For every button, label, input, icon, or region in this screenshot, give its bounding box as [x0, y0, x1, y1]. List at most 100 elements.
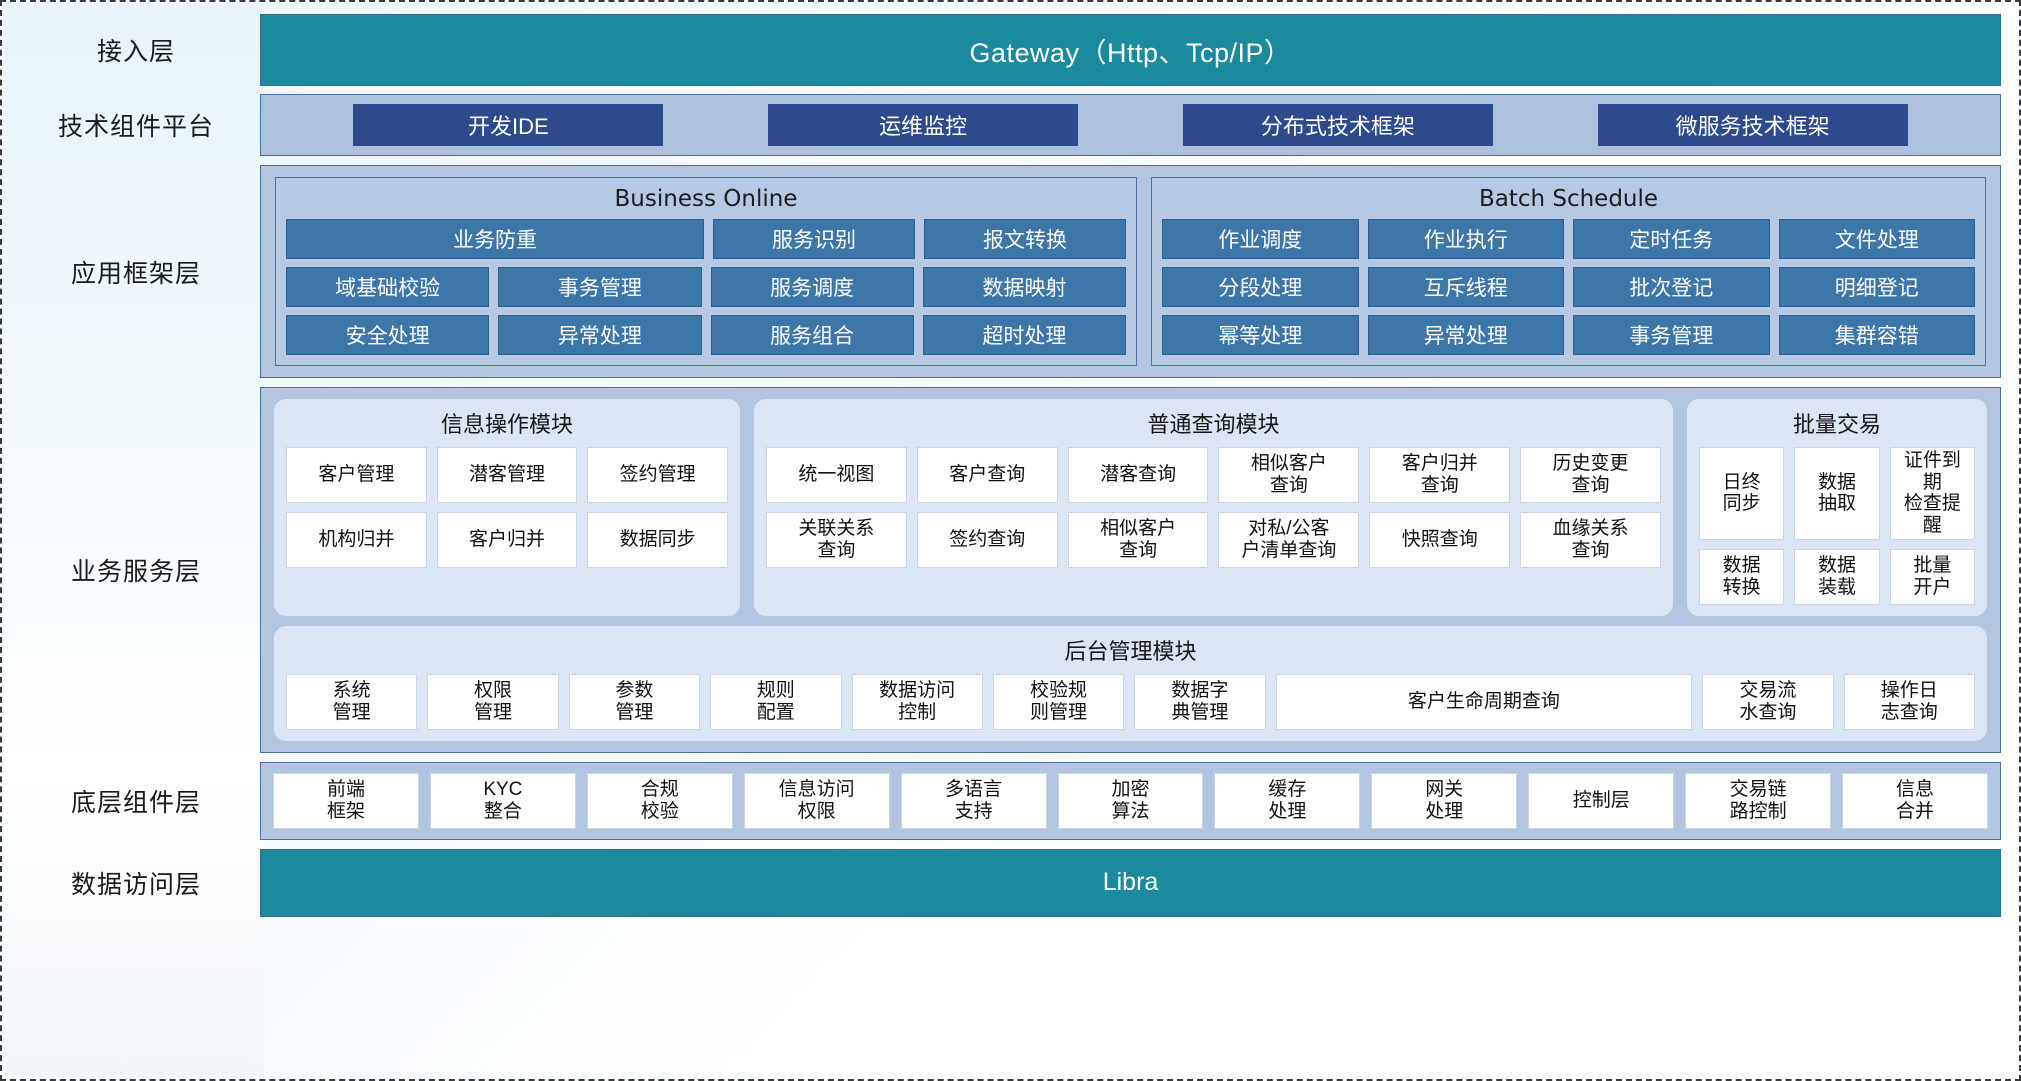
service-cell[interactable]: 数据字典管理 — [1134, 673, 1266, 730]
layer-row-bizsvc: 业务服务层 信息操作模块 客户管理 潜客管理 签约管理 机构归并 — [12, 387, 2001, 753]
tech-item-microservice-framework[interactable]: 微服务技术框架 — [1597, 104, 1908, 146]
fw-cell[interactable]: 安全处理 — [286, 315, 490, 355]
module-title-batch-trade: 批量交易 — [1792, 413, 1881, 438]
fw-cell[interactable]: 异常处理 — [1367, 315, 1564, 355]
service-cell[interactable]: 签约管理 — [587, 447, 729, 503]
business-online-grid: 业务防重 服务识别 报文转换 域基础校验 事务管理 服务调度 数据映射 安全处理 — [286, 219, 1126, 355]
service-cell[interactable]: 历史变更查询 — [1520, 447, 1661, 503]
service-cell[interactable]: 权限管理 — [427, 673, 559, 730]
service-cell[interactable]: 对私/公客户清单查询 — [1218, 512, 1360, 568]
business-service-band: 信息操作模块 客户管理 潜客管理 签约管理 机构归并 客户归并 数据同步 — [260, 387, 2001, 753]
component-cell[interactable]: 控制层 — [1528, 772, 1675, 829]
group-title-batch-schedule: Batch Schedule — [1478, 186, 1659, 212]
component-cell[interactable]: 网关处理 — [1371, 772, 1518, 829]
service-cell[interactable]: 操作日志查询 — [1843, 673, 1975, 730]
service-cell[interactable]: 系统管理 — [286, 673, 418, 730]
service-cell[interactable]: 数据抽取 — [1794, 447, 1880, 540]
fw-cell[interactable]: 互斥线程 — [1367, 267, 1564, 307]
component-cell[interactable]: 缓存处理 — [1214, 772, 1361, 829]
libra-bar[interactable]: Libra — [260, 848, 2001, 917]
service-cell[interactable]: 潜客查询 — [1067, 447, 1209, 503]
fw-cell[interactable]: 服务组合 — [710, 315, 914, 355]
group-title-business-online: Business Online — [614, 186, 798, 212]
fw-cell[interactable]: 文件处理 — [1778, 219, 1975, 259]
gateway-bar[interactable]: Gateway（Http、Tcp/IP） — [260, 14, 2001, 86]
component-cell[interactable]: 前端框架 — [273, 772, 419, 829]
app-framework-band: Business Online 业务防重 服务识别 报文转换 域基础校验 事务管… — [260, 165, 2001, 378]
service-cell[interactable]: 数据装载 — [1794, 548, 1880, 605]
module-common-query: 普通查询模块 统一视图 客户查询 潜客查询 相似客户查询 客户归并查询 历史变更… — [754, 399, 1673, 616]
service-cell[interactable]: 日终同步 — [1699, 447, 1785, 540]
service-cell[interactable]: 客户生命周期查询 — [1275, 673, 1693, 730]
service-cell[interactable]: 潜客管理 — [436, 447, 578, 503]
service-cell[interactable]: 相似客户查询 — [1067, 512, 1209, 568]
service-cell[interactable]: 规则配置 — [710, 673, 842, 730]
module-info-operations: 信息操作模块 客户管理 潜客管理 签约管理 机构归并 客户归并 数据同步 — [274, 399, 740, 616]
service-cell[interactable]: 关联关系查询 — [766, 512, 907, 568]
tech-item-ops-monitor[interactable]: 运维监控 — [768, 104, 1079, 146]
info-module-row: 客户管理 潜客管理 签约管理 — [286, 447, 729, 503]
fw-cell[interactable]: 异常处理 — [498, 315, 702, 355]
service-cell[interactable]: 客户查询 — [916, 447, 1058, 503]
module-admin-management: 后台管理模块 系统管理 权限管理 参数管理 规则配置 数据访问控制 校验规则管理… — [274, 625, 1987, 741]
batch-schedule-row: 作业调度 作业执行 定时任务 文件处理 — [1162, 219, 1975, 259]
module-title-info-operations: 信息操作模块 — [440, 413, 573, 438]
fw-cell[interactable]: 作业调度 — [1162, 219, 1359, 259]
fw-cell[interactable]: 数据映射 — [922, 267, 1126, 307]
business-online-row: 业务防重 服务识别 报文转换 — [286, 219, 1126, 259]
service-cell[interactable]: 相似客户查询 — [1218, 447, 1360, 503]
service-cell[interactable]: 快照查询 — [1369, 512, 1511, 568]
component-cell[interactable]: 加密算法 — [1057, 772, 1204, 829]
layer-label-appfw: 应用框架层 — [70, 258, 201, 288]
service-cell[interactable]: 血缘关系查询 — [1520, 512, 1661, 568]
fw-cell[interactable]: 业务防重 — [286, 219, 704, 259]
fw-cell[interactable]: 批次登记 — [1573, 267, 1770, 307]
service-cell[interactable]: 数据转换 — [1699, 548, 1785, 605]
service-cell[interactable]: 统一视图 — [766, 447, 907, 503]
component-cell[interactable]: 合规校验 — [586, 772, 733, 829]
info-module-row: 机构归并 客户归并 数据同步 — [286, 512, 729, 568]
module-batch-trade: 批量交易 日终同步 数据抽取 证件到期检查提醒 数据转换 数据装载 批量开户 — [1687, 399, 1987, 616]
service-cell[interactable]: 客户管理 — [286, 447, 427, 503]
fw-cell[interactable]: 服务调度 — [710, 267, 914, 307]
service-cell[interactable]: 批量开户 — [1889, 548, 1975, 605]
component-cell[interactable]: 多语言支持 — [900, 772, 1047, 829]
fw-cell[interactable]: 事务管理 — [1573, 315, 1770, 355]
fw-cell[interactable]: 域基础校验 — [286, 267, 490, 307]
service-cell[interactable]: 参数管理 — [568, 673, 701, 730]
service-cell[interactable]: 客户归并 — [436, 512, 578, 568]
component-cell[interactable]: 交易链路控制 — [1685, 772, 1832, 829]
fw-cell[interactable]: 报文转换 — [924, 219, 1126, 259]
service-cell[interactable]: 证件到期检查提醒 — [1889, 447, 1975, 540]
service-cell[interactable]: 交易流水查询 — [1702, 673, 1834, 730]
fw-cell[interactable]: 作业执行 — [1367, 219, 1564, 259]
fw-cell[interactable]: 服务识别 — [713, 219, 915, 259]
fw-cell[interactable]: 分段处理 — [1162, 267, 1359, 307]
layer-label-bizsvc: 业务服务层 — [70, 556, 201, 586]
admin-module-row: 系统管理 权限管理 参数管理 规则配置 数据访问控制 校验规则管理 数据字典管理… — [286, 673, 1975, 730]
query-module-grid: 统一视图 客户查询 潜客查询 相似客户查询 客户归并查询 历史变更查询 关联关系… — [766, 447, 1661, 568]
service-cell[interactable]: 机构归并 — [286, 512, 427, 568]
service-cell[interactable]: 数据访问控制 — [851, 673, 983, 730]
service-cell[interactable]: 校验规则管理 — [992, 673, 1125, 730]
service-cell[interactable]: 数据同步 — [587, 512, 729, 568]
query-module-row: 关联关系查询 签约查询 相似客户查询 对私/公客户清单查询 快照查询 血缘关系查… — [766, 512, 1661, 568]
fw-cell[interactable]: 定时任务 — [1573, 219, 1770, 259]
tech-item-distributed-framework[interactable]: 分布式技术框架 — [1182, 104, 1493, 146]
business-online-row: 安全处理 异常处理 服务组合 超时处理 — [286, 315, 1126, 355]
fw-cell[interactable]: 幂等处理 — [1162, 315, 1359, 355]
component-cell[interactable]: 信息合并 — [1842, 772, 1988, 829]
fw-cell[interactable]: 明细登记 — [1778, 267, 1975, 307]
fw-cell[interactable]: 超时处理 — [922, 315, 1126, 355]
fw-cell[interactable]: 集群容错 — [1778, 315, 1975, 355]
service-cell[interactable]: 签约查询 — [916, 512, 1058, 568]
batch-trade-row: 日终同步 数据抽取 证件到期检查提醒 — [1699, 447, 1975, 540]
query-module-row: 统一视图 客户查询 潜客查询 相似客户查询 客户归并查询 历史变更查询 — [766, 447, 1661, 503]
layer-row-tech: 技术组件平台 开发IDE 运维监控 分布式技术框架 微服务技术框架 — [12, 94, 2001, 156]
fw-cell[interactable]: 事务管理 — [498, 267, 702, 307]
service-cell[interactable]: 客户归并查询 — [1369, 447, 1511, 503]
component-cell[interactable]: 信息访问权限 — [743, 772, 890, 829]
tech-item-ide[interactable]: 开发IDE — [353, 104, 664, 146]
